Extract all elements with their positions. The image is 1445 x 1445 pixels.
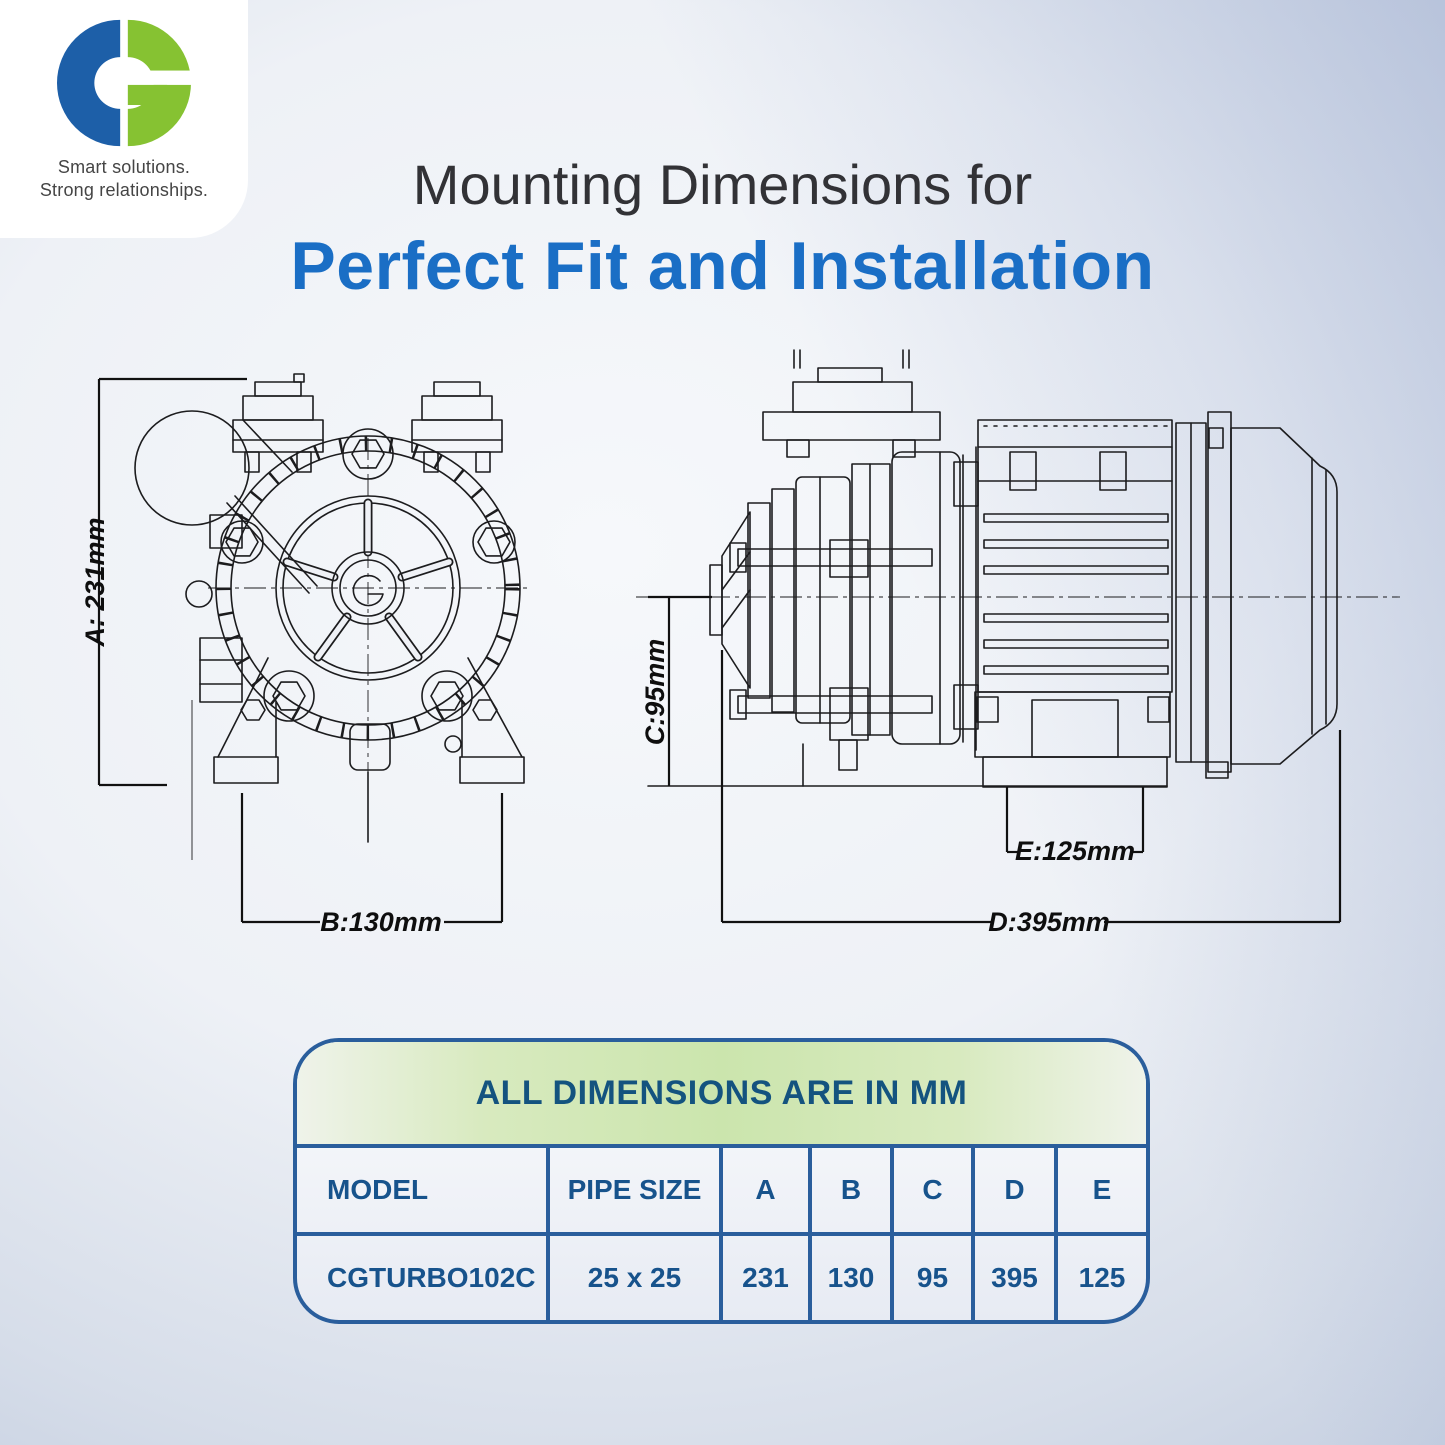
mounting-foot-side (983, 757, 1167, 787)
fan-spokes (287, 503, 449, 657)
drain-plug (839, 740, 857, 770)
cooling-fin (984, 614, 1168, 622)
dim-label-e: E:125mm (1015, 836, 1135, 866)
cell-e: 125 (1078, 1262, 1126, 1293)
brand-card: Smart solutions. Strong relationships. (0, 0, 248, 238)
cell-c: 95 (894, 1236, 975, 1320)
pump-front-view (135, 374, 528, 842)
hex-bolt (431, 682, 463, 710)
cell-b: 130 (812, 1236, 894, 1320)
cooling-fin (984, 640, 1168, 648)
dimension-c: C:95mm (640, 597, 712, 786)
col-header-a: A (723, 1148, 812, 1236)
dim-label-b: B:130mm (320, 907, 442, 937)
dimension-d: D:395mm (722, 650, 1340, 937)
cell-pipe-size: 25 x 25 (550, 1236, 723, 1320)
pump-outer-ring (216, 436, 520, 740)
dim-label-c: C:95mm (640, 639, 670, 746)
hex-bolt (352, 440, 384, 468)
mounting-feet-front (214, 658, 524, 783)
cooling-fin (984, 540, 1168, 548)
dim-label-d: D:395mm (988, 907, 1110, 937)
terminal-box-right (412, 382, 502, 472)
cell-d: 395 (975, 1236, 1058, 1320)
dimension-spec-table: ALL DIMENSIONS ARE IN MM MODEL PIPE SIZE… (293, 1038, 1150, 1324)
cooling-fin (984, 514, 1168, 522)
pump-casing (748, 452, 960, 744)
dimension-b: B:130mm (242, 793, 502, 937)
title-line1: Mounting Dimensions for (412, 153, 1033, 216)
rear-flange (1176, 412, 1231, 778)
cooling-fin (984, 666, 1168, 674)
terminal-box-left (233, 374, 323, 472)
dimension-e: E:125mm (1007, 787, 1143, 866)
pump-side-view (636, 350, 1400, 787)
cg-logo-icon (57, 19, 191, 147)
hex-bolt (273, 682, 305, 710)
table-note: ALL DIMENSIONS ARE IN MM (297, 1042, 1146, 1148)
cg-mark (353, 576, 383, 606)
col-header-e: E (1058, 1148, 1146, 1236)
brand-tagline-line1: Smart solutions. (57, 157, 191, 177)
col-header-d: D (975, 1148, 1058, 1236)
motor-body (978, 420, 1172, 692)
cell-a: 231 (723, 1236, 812, 1320)
col-header-b: B (812, 1148, 894, 1236)
dimension-a: A: 231mm (80, 379, 247, 860)
cooling-fin-ring (224, 444, 512, 732)
brand-tagline-line2: Strong relationships. (39, 180, 209, 201)
priming-handle (135, 411, 317, 593)
col-header-pipe-size: PIPE SIZE (550, 1148, 723, 1236)
suction-nose (722, 512, 750, 688)
hex-bolt (478, 528, 510, 556)
fan-cover (1231, 428, 1337, 764)
terminal-box-side (763, 350, 940, 457)
title-line2: Perfect Fit and Installation (290, 228, 1155, 304)
cooling-fin (984, 566, 1168, 574)
col-header-model: MODEL (297, 1148, 550, 1236)
page-title: Mounting Dimensions for Perfect Fit and … (0, 152, 1445, 305)
col-header-c: C (894, 1148, 975, 1236)
dim-label-a: A: 231mm (80, 517, 110, 647)
cell-model: CGTURBO102C (297, 1236, 550, 1320)
